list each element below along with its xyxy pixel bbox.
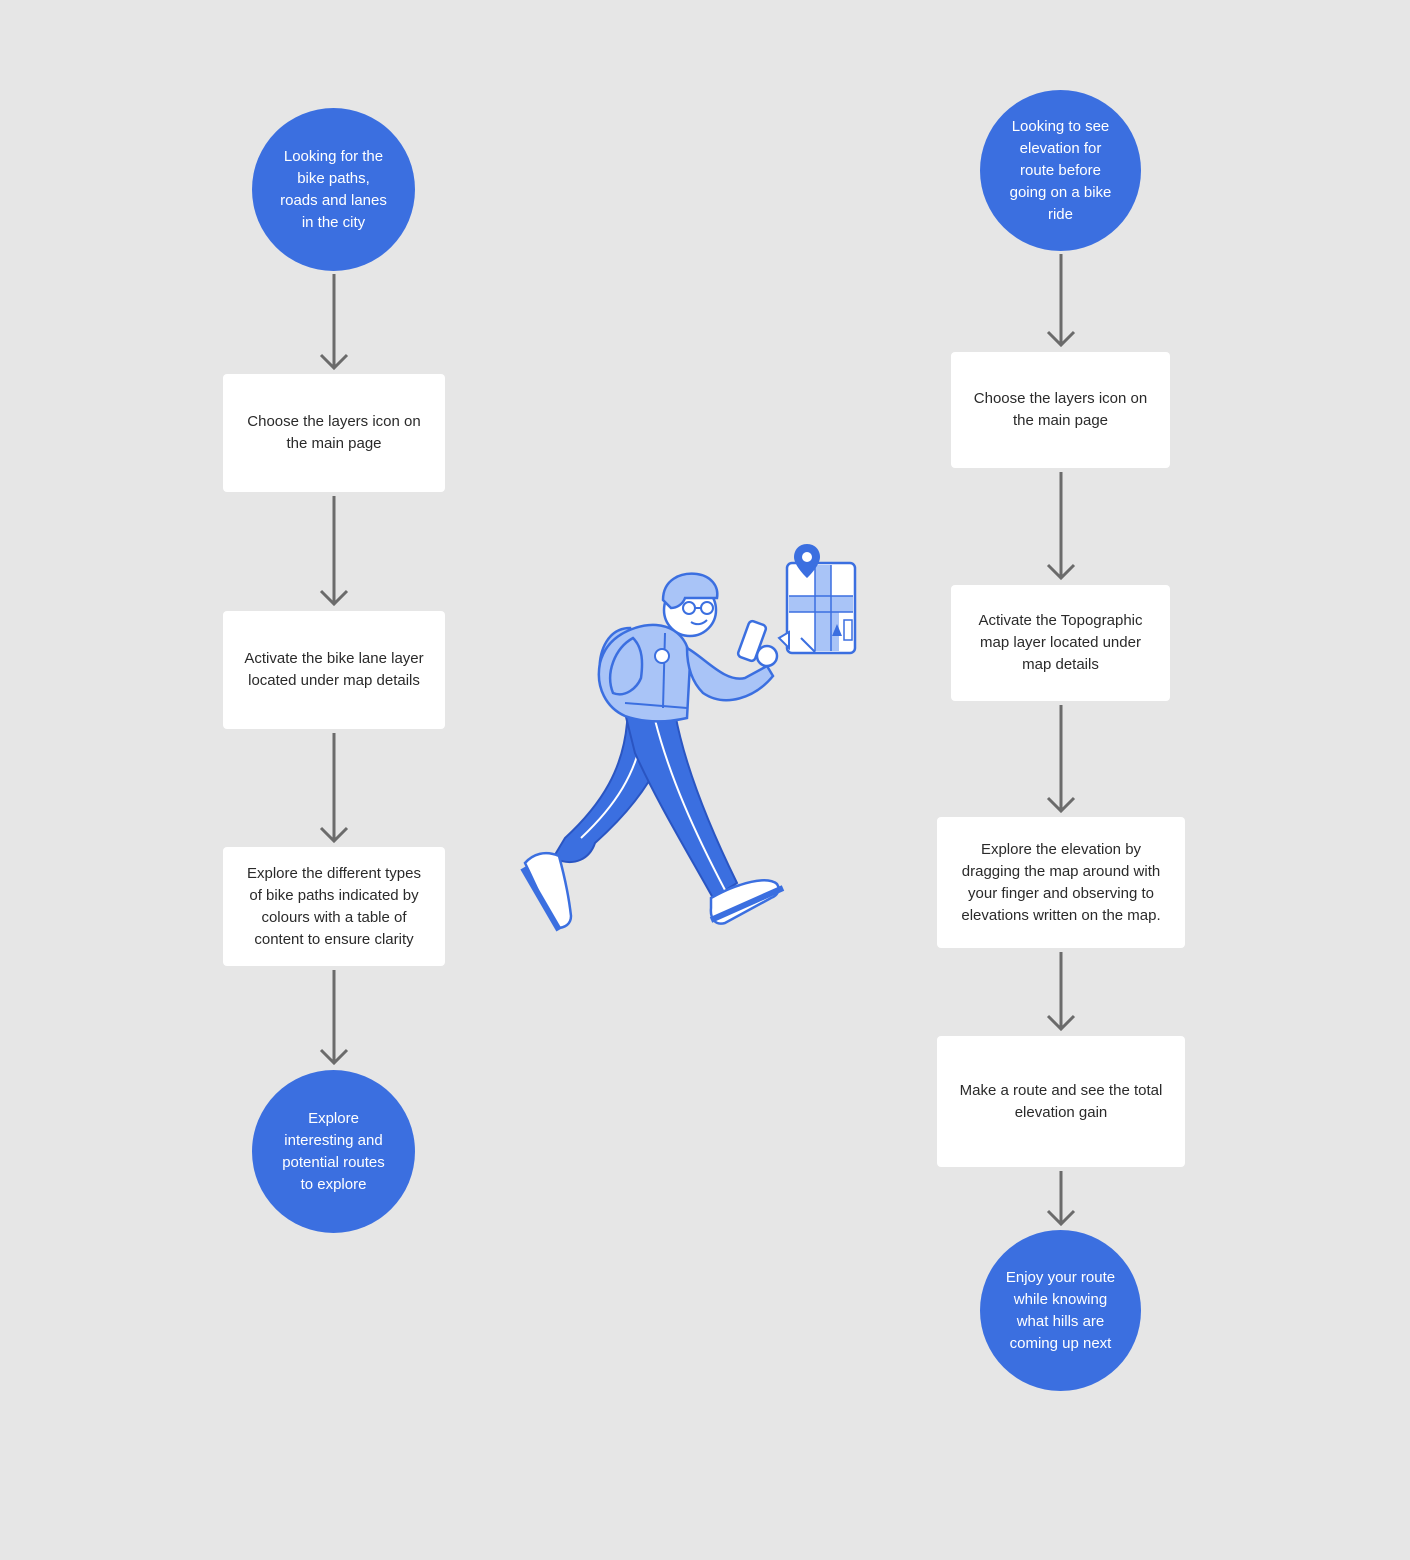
phone-icon xyxy=(736,619,779,668)
left-step-3-label: Explore the different types of bike path… xyxy=(247,864,421,948)
left-end-node: Explore interesting and potential routes… xyxy=(252,1070,415,1233)
right-step-4: Make a route and see the total elevation… xyxy=(937,1036,1185,1167)
right-arrow-2 xyxy=(1041,472,1081,581)
right-start-node: Looking to see elevation for route befor… xyxy=(980,90,1141,251)
right-end-node: Enjoy your route while knowing what hill… xyxy=(980,1230,1141,1391)
right-arrow-3 xyxy=(1041,705,1081,814)
right-arrow-5 xyxy=(1041,1171,1081,1227)
right-step-1-label: Choose the layers icon on the main page xyxy=(973,390,1148,429)
left-start-label: Looking for the bike paths, roads and la… xyxy=(280,147,387,231)
right-step-3: Explore the elevation by dragging the ma… xyxy=(937,817,1185,948)
right-step-3-label: Explore the elevation by dragging the ma… xyxy=(961,840,1161,924)
right-arrow-4 xyxy=(1041,952,1081,1032)
left-step-1-label: Choose the layers icon on the main page xyxy=(247,413,421,452)
right-end-label: Enjoy your route while knowing what hill… xyxy=(1005,1268,1116,1352)
left-arrow-3 xyxy=(314,733,354,844)
walking-person-illustration xyxy=(515,538,865,938)
right-start-label: Looking to see elevation for route befor… xyxy=(1009,117,1112,223)
left-arrow-1 xyxy=(314,274,354,371)
map-icon xyxy=(777,561,857,655)
left-arrow-2 xyxy=(314,496,354,607)
right-arrow-1 xyxy=(1041,254,1081,348)
left-start-node: Looking for the bike paths, roads and la… xyxy=(252,108,415,271)
right-step-1: Choose the layers icon on the main page xyxy=(951,352,1170,468)
right-step-4-label: Make a route and see the total elevation… xyxy=(959,1081,1163,1121)
left-step-2-label: Activate the bike lane layer located und… xyxy=(244,650,424,689)
left-end-label: Explore interesting and potential routes… xyxy=(282,1109,385,1193)
left-step-1: Choose the layers icon on the main page xyxy=(223,374,445,492)
right-step-2: Activate the Topographic map layer locat… xyxy=(951,585,1170,701)
location-pin-icon xyxy=(794,544,820,578)
left-step-2: Activate the bike lane layer located und… xyxy=(223,611,445,729)
right-step-2-label: Activate the Topographic map layer locat… xyxy=(978,612,1143,673)
left-arrow-4 xyxy=(314,970,354,1066)
left-step-3: Explore the different types of bike path… xyxy=(223,847,445,966)
